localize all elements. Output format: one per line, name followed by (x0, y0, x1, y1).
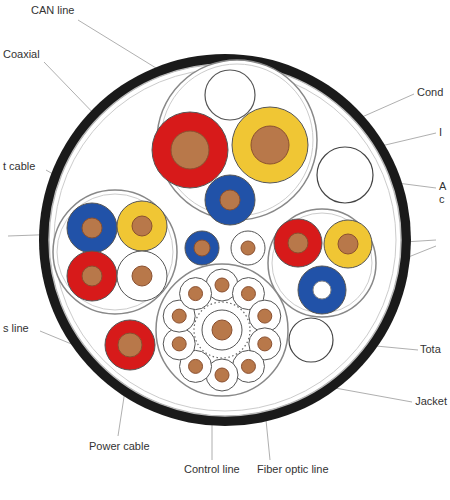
filler (205, 70, 255, 120)
part-label: Fiber optic line (256, 463, 330, 476)
part-label: Control line (183, 463, 241, 476)
filler (289, 318, 333, 362)
part-label: Jacket (414, 395, 448, 408)
inner-sheath (49, 64, 401, 416)
twisted-cable (53, 190, 177, 314)
filler (317, 147, 373, 203)
part-label: Power cable (88, 440, 151, 453)
part-label: A (438, 180, 447, 193)
power-cable (105, 320, 155, 370)
part-label: Cond (416, 86, 444, 99)
conductor-blue (205, 175, 255, 225)
signal-bundle (268, 209, 376, 317)
conductor-red (152, 112, 228, 188)
leader-lines (8, 20, 436, 460)
part-label: CAN line (30, 4, 75, 17)
part-label: c (438, 193, 446, 206)
jacket (39, 54, 411, 426)
part-label: s line (2, 322, 30, 335)
conductor-bundle (157, 60, 317, 220)
part-label: t cable (2, 160, 36, 173)
control-cores (163, 269, 281, 391)
part-label: Tota (419, 343, 442, 356)
part-label: Coaxial (2, 48, 41, 61)
part-label: I (438, 126, 443, 139)
conductor-yellow (232, 107, 308, 183)
control-line (156, 264, 288, 396)
